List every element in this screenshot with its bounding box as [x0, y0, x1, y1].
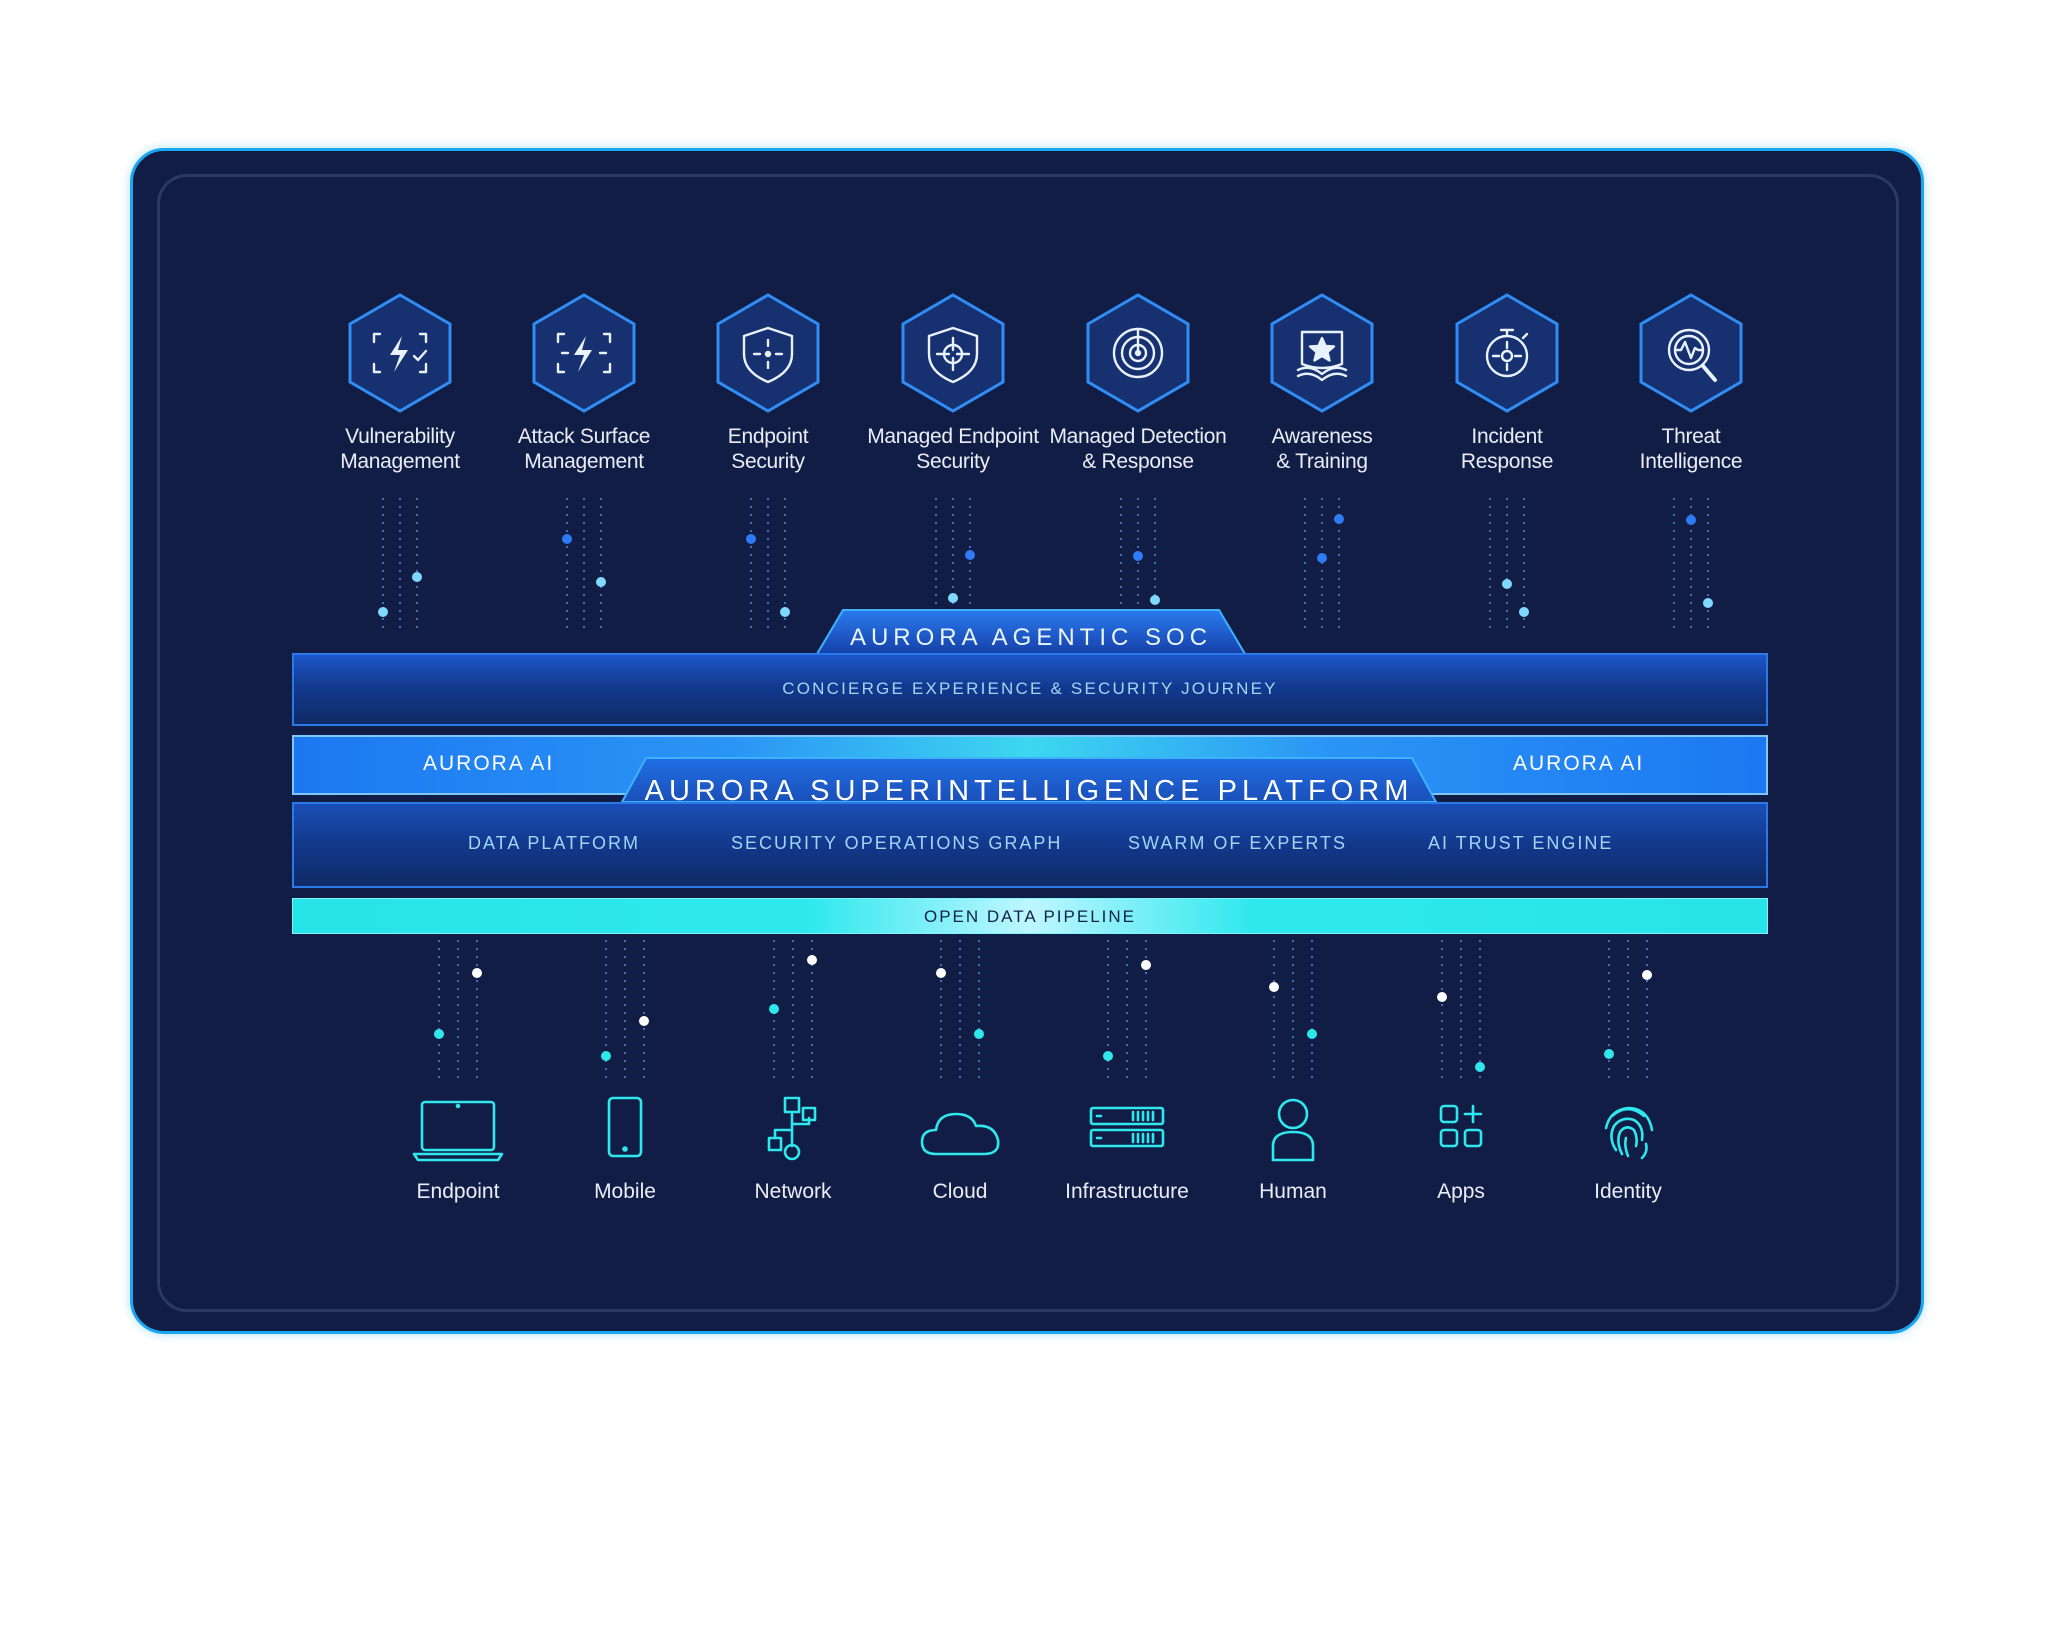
- journey-band: CONCIERGE EXPERIENCE & SECURITY JOURNEY: [292, 653, 1768, 726]
- flow-dot: [807, 955, 817, 965]
- flow-dot: [378, 607, 388, 617]
- lightning-scan-check-icon: [305, 292, 495, 414]
- apps-icon: [1381, 1096, 1541, 1166]
- radar-icon: [1043, 292, 1233, 414]
- person-icon: [1213, 1096, 1373, 1166]
- service-4: Managed Detection& Response: [1043, 292, 1233, 474]
- flow-dot: [1269, 982, 1279, 992]
- layer-ai-trust-engine: AI TRUST ENGINE: [1428, 833, 1614, 853]
- flow-dot: [746, 534, 756, 544]
- journey-label: CONCIERGE EXPERIENCE & SECURITY JOURNEY: [782, 679, 1278, 698]
- cloud-icon: [880, 1096, 1040, 1166]
- flow-dot: [1475, 1062, 1485, 1072]
- service-label: Awareness& Training: [1271, 425, 1373, 473]
- fingerprint-icon: [1548, 1096, 1708, 1166]
- server-icon: [1047, 1096, 1207, 1166]
- aurora-ai-left-label: AURORA AI: [423, 752, 555, 775]
- service-5: Awareness& Training: [1227, 292, 1417, 474]
- soc-title: AURORA AGENTIC SOC: [849, 624, 1213, 651]
- flow-dot: [1334, 514, 1344, 524]
- shield-crosshair-icon: [858, 292, 1048, 414]
- flow-dot: [780, 607, 790, 617]
- flow-dot: [1307, 1029, 1317, 1039]
- source-label: Human: [1259, 1180, 1327, 1203]
- flow-dot: [434, 1029, 444, 1039]
- source-label: Identity: [1594, 1180, 1662, 1203]
- pipeline-label: OPEN DATA PIPELINE: [923, 907, 1137, 926]
- aurora-ai-right-label: AURORA AI: [1513, 752, 1645, 775]
- shield-target-icon: [673, 292, 863, 414]
- flow-dot: [1703, 598, 1713, 608]
- network-icon: [713, 1096, 873, 1166]
- laptop-icon: [378, 1096, 538, 1166]
- source-0: Endpoint: [378, 1096, 538, 1204]
- source-2: Network: [713, 1096, 873, 1204]
- flow-dot: [601, 1051, 611, 1061]
- source-5: Human: [1213, 1096, 1373, 1204]
- phone-icon: [545, 1096, 705, 1166]
- source-label: Infrastructure: [1065, 1180, 1189, 1203]
- source-3: Cloud: [880, 1096, 1040, 1204]
- source-6: Apps: [1381, 1096, 1541, 1204]
- source-label: Apps: [1437, 1180, 1485, 1203]
- magnifier-pulse-icon: [1596, 292, 1786, 414]
- source-label: Mobile: [594, 1180, 656, 1203]
- flow-dot: [1103, 1051, 1113, 1061]
- flow-dot: [936, 968, 946, 978]
- flow-dot: [472, 968, 482, 978]
- layer-data-platform: DATA PLATFORM: [468, 833, 641, 853]
- flow-dot: [1317, 553, 1327, 563]
- flow-dot: [948, 593, 958, 603]
- flow-dot: [1133, 551, 1143, 561]
- flow-dot: [1642, 970, 1652, 980]
- lightning-scan-icon: [489, 292, 679, 414]
- source-7: Identity: [1548, 1096, 1708, 1204]
- flow-dot: [1502, 579, 1512, 589]
- layer-security-operations-graph: SECURITY OPERATIONS GRAPH: [731, 833, 1063, 853]
- platform-tab-shape: [620, 757, 1438, 802]
- layer-swarm-of-experts: SWARM OF EXPERTS: [1128, 833, 1348, 853]
- star-book-icon: [1227, 292, 1417, 414]
- flow-dot: [965, 550, 975, 560]
- platform-title: AURORA SUPERINTELLIGENCE PLATFORM: [644, 775, 1414, 807]
- flow-dot: [596, 577, 606, 587]
- source-4: Infrastructure: [1047, 1096, 1207, 1204]
- source-label: Endpoint: [416, 1180, 500, 1203]
- source-label: Network: [754, 1180, 832, 1203]
- flow-dot: [974, 1029, 984, 1039]
- diagram-inner-border: [157, 174, 1899, 1312]
- service-label: Managed Detection& Response: [1049, 425, 1227, 473]
- platform-layers-band: [292, 802, 1768, 888]
- flow-dot: [1604, 1049, 1614, 1059]
- flow-dot: [1437, 992, 1447, 1002]
- flow-dot: [639, 1016, 649, 1026]
- flow-dot: [1150, 595, 1160, 605]
- flow-dot: [1519, 607, 1529, 617]
- flow-dot: [769, 1004, 779, 1014]
- flow-dot: [1141, 960, 1151, 970]
- source-label: Cloud: [932, 1180, 988, 1203]
- flow-dot: [412, 572, 422, 582]
- source-1: Mobile: [545, 1096, 705, 1204]
- open-data-pipeline-band: OPEN DATA PIPELINE: [292, 898, 1768, 934]
- flow-dot: [562, 534, 572, 544]
- stopwatch-crosshair-icon: [1412, 292, 1602, 414]
- flow-dot: [1686, 515, 1696, 525]
